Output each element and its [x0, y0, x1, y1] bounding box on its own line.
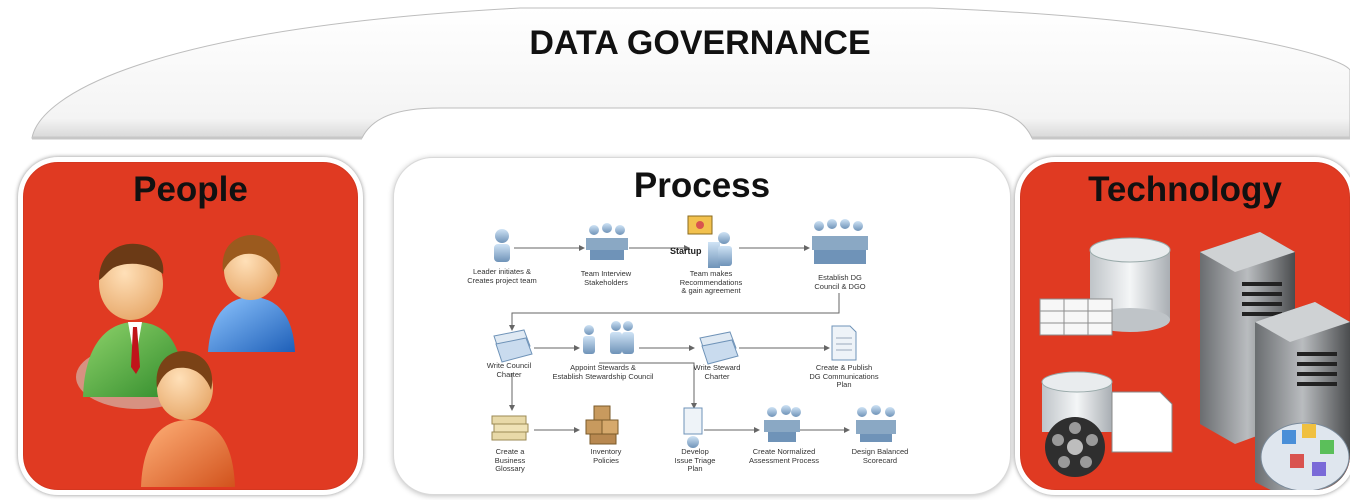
step-label: Write Council Charter [486, 361, 532, 379]
steward-charter-icon [699, 331, 739, 365]
process-title: Process [633, 166, 771, 205]
startup-label: Startup [670, 246, 702, 256]
people-panel: People [18, 157, 363, 495]
step-label: Appoint Stewards & Establish Stewardship… [552, 363, 654, 381]
applications-disk-icon [1260, 422, 1350, 490]
interview-icon [586, 223, 628, 260]
person-orange-icon [141, 351, 235, 487]
stewards-icon [583, 321, 634, 354]
council-icon [812, 219, 868, 264]
step-label: Team makes Recommendations & gain agreem… [679, 269, 743, 295]
people-title: People [133, 170, 248, 209]
step-label: Leader initiates & Creates project team [467, 267, 537, 285]
process-flow-diagram [491, 215, 896, 448]
recommendations-icon [687, 215, 732, 268]
technology-title: Technology [1088, 170, 1282, 209]
technology-illustration [1039, 232, 1350, 490]
step-label: Develop Issue Triage Plan [674, 447, 716, 473]
glossary-icon [491, 415, 529, 441]
council-charter-icon [493, 329, 533, 363]
step-label: Team Interview Stakeholders [580, 269, 632, 287]
process-panel: Process [393, 157, 1011, 495]
step-label: Inventory Policies [590, 447, 622, 465]
step-label: Create Normalized Assessment Process [748, 447, 820, 465]
leader-icon [494, 229, 510, 262]
media-database-icon [1041, 371, 1173, 477]
database-table-icon [1039, 237, 1171, 336]
scorecard-icon [856, 405, 896, 442]
step-label: Design Balanced Scorecard [851, 447, 909, 465]
step-label: Create & Publish DG Communications Plan [809, 363, 879, 389]
person-blue-icon [208, 235, 295, 352]
technology-panel: Technology [1015, 157, 1350, 495]
issue-triage-icon [683, 407, 703, 448]
step-label: Establish DG Council & DGO [814, 273, 866, 291]
step-label: Create a Business Glossary [494, 447, 526, 473]
people-illustration [76, 235, 295, 487]
governance-canopy [31, 7, 1350, 140]
inventory-icon [585, 405, 619, 445]
page-title: DATA GOVERNANCE [529, 24, 871, 62]
communications-plan-icon [831, 325, 857, 361]
assessment-icon [764, 405, 801, 442]
step-label: Write Steward Charter [693, 363, 741, 381]
